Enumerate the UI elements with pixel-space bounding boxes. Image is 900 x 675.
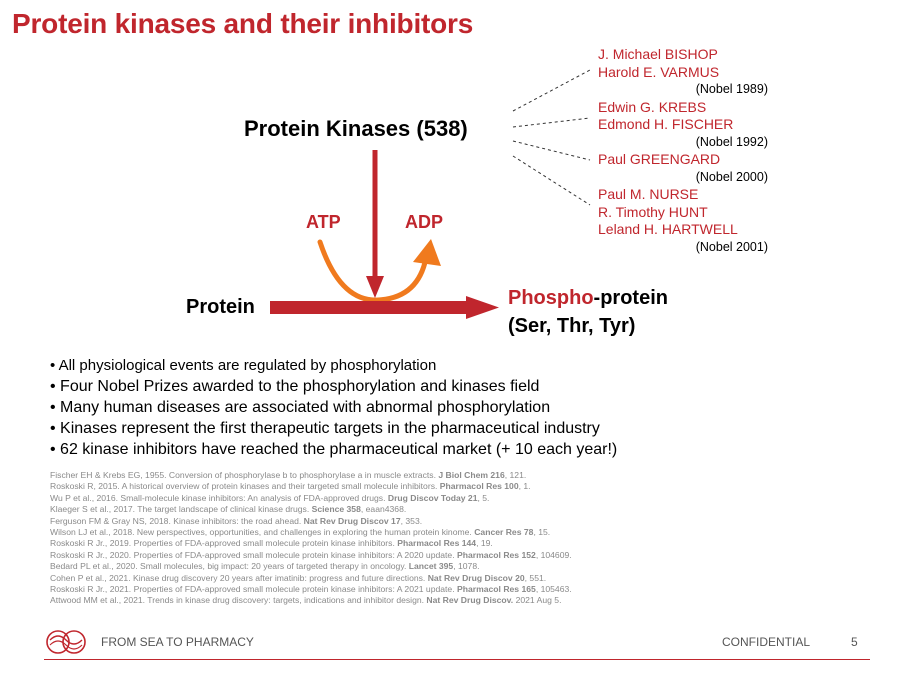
reference-text: Attwood MM et al., 2021. Trends in kinas…: [50, 595, 427, 606]
reference-pages: , 5.: [477, 492, 490, 503]
reference-pages: , 1078.: [453, 561, 480, 572]
reference-journal: Pharmacol Res 100: [439, 481, 519, 492]
references-list: Fischer EH & Krebs EG, 1955. Conversion …: [50, 470, 572, 607]
reference-item: Fischer EH & Krebs EG, 1955. Conversion …: [50, 470, 572, 481]
nobel-year: (Nobel 1989): [695, 82, 768, 96]
reference-text: Roskoski R, 2015. A historical overview …: [50, 481, 440, 492]
reference-journal: Nat Rev Drug Discov.: [426, 595, 514, 606]
footer-confidential: CONFIDENTIAL: [722, 635, 811, 649]
nobel-laureate-name: R. Timothy HUNT: [598, 203, 708, 220]
residues-label: (Ser, Thr, Tyr): [508, 315, 636, 337]
reference-journal: Lancet 395: [408, 561, 454, 572]
protein-kinases-label: Protein Kinases (538): [244, 116, 468, 141]
reference-journal: Pharmacol Res 165: [456, 584, 536, 595]
bullet-item: • Many human diseases are associated wit…: [50, 399, 551, 416]
reference-item: Bedard PL et al., 2020. Small molecules,…: [50, 561, 572, 572]
bullet-list: • All physiological events are regulated…: [50, 355, 617, 460]
reference-journal: Drug Discov Today 21: [387, 492, 478, 503]
reference-journal: Pharmacol Res 144: [397, 538, 477, 549]
reference-item: Klaeger S et al., 2017. The target lands…: [50, 504, 572, 515]
nobel-laureate-name: Leland H. HARTWELL: [598, 221, 738, 237]
reference-text: Cohen P et al., 2021. Kinase drug discov…: [50, 572, 428, 583]
reference-item: Wu P et al., 2016. Small-molecule kinase…: [50, 493, 572, 504]
reference-pages: , 121.: [504, 470, 527, 480]
phospho-suffix: -protein: [593, 287, 668, 309]
reference-text: Klaeger S et al., 2017. The target lands…: [50, 504, 312, 515]
slide-title: Protein kinases and their inhibitors: [12, 8, 474, 39]
reference-pages: , 104609.: [535, 549, 572, 560]
reference-text: Wu P et al., 2016. Small-molecule kinase…: [50, 492, 388, 503]
reference-text: Roskoski R Jr., 2020. Properties of FDA-…: [50, 549, 457, 560]
nobel-year: (Nobel 1992): [695, 134, 768, 149]
phospho-prefix: Phospho: [508, 287, 594, 309]
adp-arrowhead: [413, 239, 441, 266]
nobel-laureate-name: Harold E. VARMUS: [598, 63, 720, 80]
nobel-year: (Nobel 2001): [695, 239, 768, 254]
reference-item: Roskoski R Jr., 2019. Properties of FDA-…: [50, 538, 572, 549]
bullet-item: • 62 kinase inhibitors have reached the …: [50, 441, 618, 458]
nobel-year: (Nobel 2000): [695, 169, 768, 184]
reference-text: Wilson LJ et al., 2018. New perspectives…: [50, 527, 475, 538]
phospho-protein-label: Phospho-protein (Ser, Thr, Tyr): [508, 284, 668, 340]
footer-brand: FROM SEA TO PHARMACY: [101, 635, 254, 649]
leader-line-1989: [512, 69, 591, 112]
reference-pages: , 353.: [400, 515, 423, 526]
reference-pages: , 15.: [533, 527, 551, 538]
reference-item: Roskoski R Jr., 2021. Properties of FDA-…: [50, 584, 572, 595]
adp-label: ADP: [405, 212, 444, 232]
nobel-laureate-name: Paul GREENGARD: [598, 151, 721, 167]
nobel-laureate-name: Edwin G. KREBS: [598, 98, 707, 115]
reference-pages: , eaan4368.: [360, 504, 407, 515]
leader-line-2000: [512, 140, 591, 161]
reference-journal: J Biol Chem 216: [438, 470, 505, 480]
reference-text: Ferguson FM & Gray NS, 2018. Kinase inhi…: [50, 515, 304, 526]
bullet-item: • All physiological events are regulated…: [50, 357, 437, 374]
reference-journal: Nat Rev Drug Discov 17: [303, 515, 401, 526]
kinase-arrowhead: [366, 276, 384, 298]
reference-text: Bedard PL et al., 2020. Small molecules,…: [50, 561, 409, 572]
reference-text: Roskoski R Jr., 2019. Properties of FDA-…: [50, 538, 398, 549]
reference-item: Roskoski R Jr., 2020. Properties of FDA-…: [50, 550, 572, 561]
reference-pages: , 19.: [476, 538, 493, 549]
reference-item: Wilson LJ et al., 2018. New perspectives…: [50, 527, 572, 538]
atp-adp-curve: [317, 239, 429, 303]
bullet-item: • Kinases represent the first therapeuti…: [50, 420, 600, 437]
reference-pages: 2021 Aug 5.: [513, 595, 562, 606]
leader-line-1992: [512, 117, 591, 128]
footer-divider: [44, 659, 870, 660]
reference-item: Cohen P et al., 2021. Kinase drug discov…: [50, 573, 572, 584]
reference-pages: , 105463.: [535, 584, 572, 595]
reaction-arrow-shaft: [270, 301, 470, 314]
leader-line-2001: [512, 155, 591, 206]
protein-label: Protein: [186, 296, 255, 318]
reference-text: Roskoski R Jr., 2021. Properties of FDA-…: [50, 584, 457, 595]
reference-journal: Cancer Res 78: [474, 527, 534, 538]
atp-label: ATP: [306, 212, 341, 232]
bullet-item: • Four Nobel Prizes awarded to the phosp…: [50, 378, 540, 395]
reaction-arrowhead: [466, 296, 499, 319]
reference-item: Attwood MM et al., 2021. Trends in kinas…: [50, 595, 572, 606]
nobel-laureate-name: Paul M. NURSE: [598, 186, 699, 202]
reference-pages: , 551.: [524, 572, 547, 583]
nobel-laureate-name: J. Michael BISHOP: [598, 46, 718, 62]
reference-item: Ferguson FM & Gray NS, 2018. Kinase inhi…: [50, 516, 572, 527]
reference-text: Fischer EH & Krebs EG, 1955. Conversion …: [50, 470, 439, 480]
reference-pages: , 1.: [518, 481, 531, 492]
sea-to-pharmacy-logo-icon: [46, 630, 86, 654]
reference-journal: Pharmacol Res 152: [456, 549, 536, 560]
footer-page-number: 5: [851, 635, 858, 649]
reference-journal: Nat Rev Drug Discov 20: [427, 572, 525, 583]
nobel-laureate-name: Edmond H. FISCHER: [598, 116, 734, 132]
reference-journal: Science 358: [311, 504, 361, 515]
reference-item: Roskoski R, 2015. A historical overview …: [50, 481, 572, 492]
